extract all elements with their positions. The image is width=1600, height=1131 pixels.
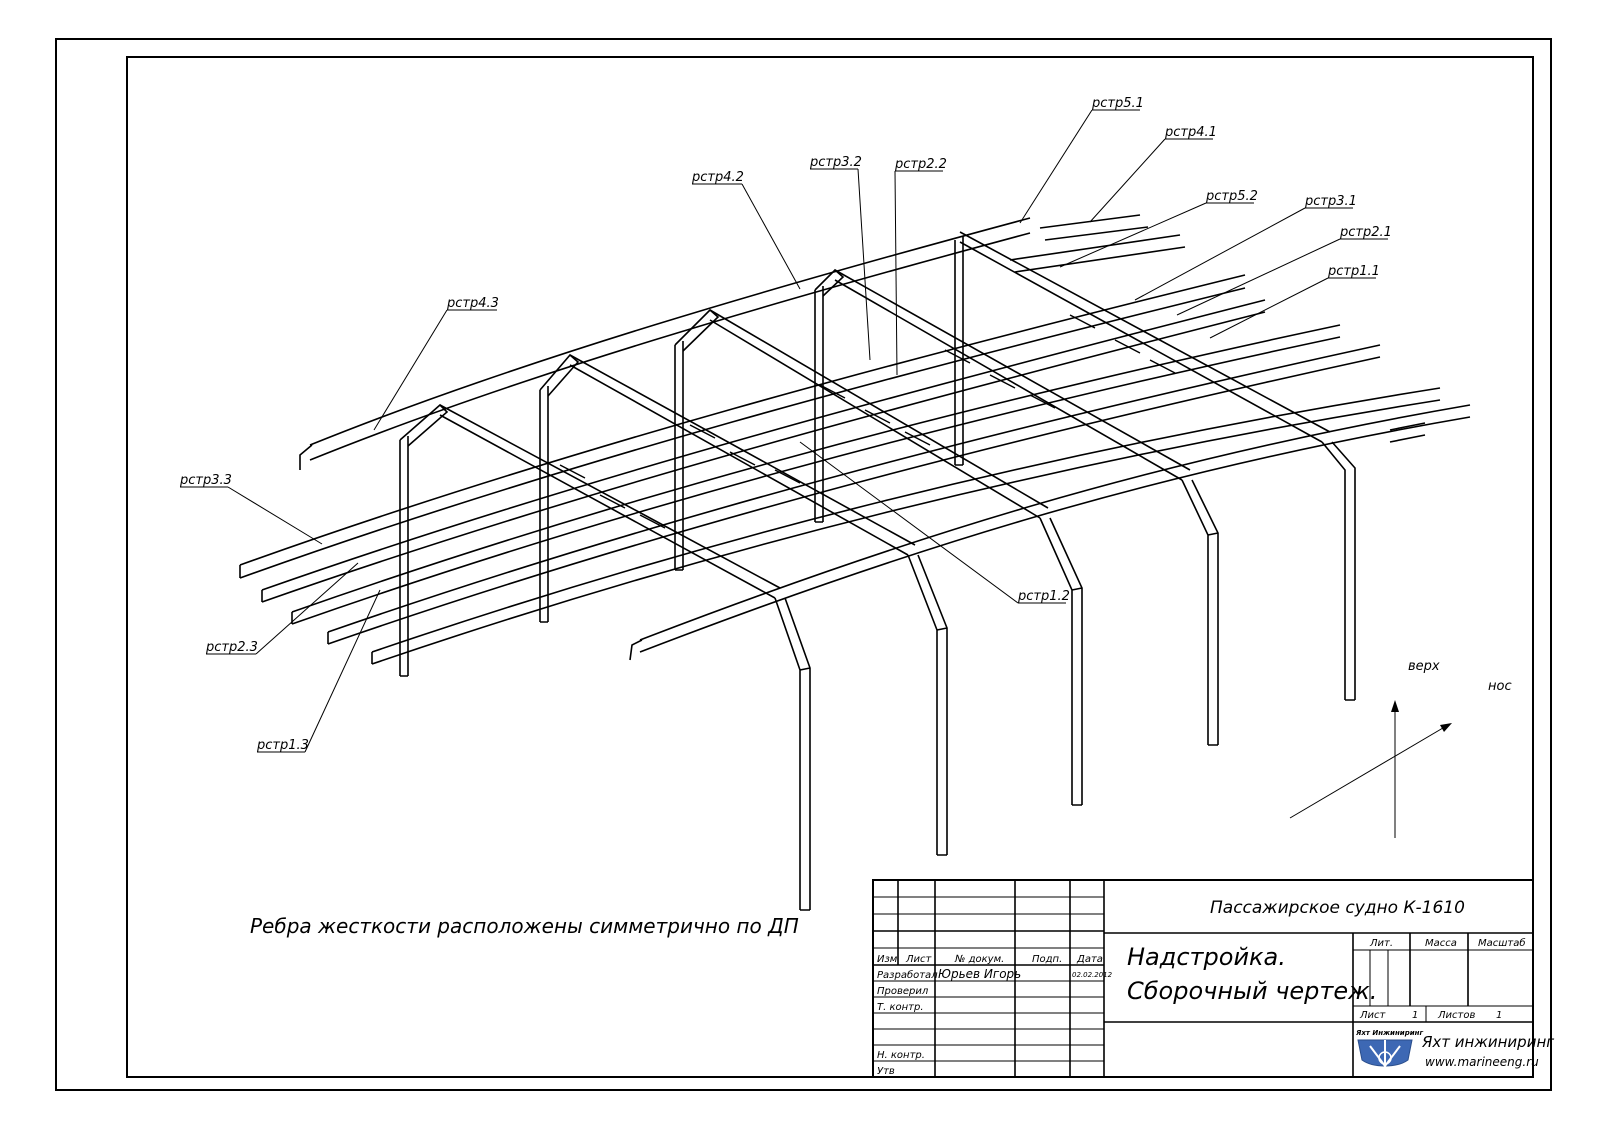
- sheet-value: 1: [1412, 1010, 1418, 1021]
- svg-text:рстр2.2: рстр2.2: [894, 157, 947, 172]
- callout-rstr3-1: рстр3.1: [1134, 194, 1357, 301]
- callout-rstr5-1: рстр5.1: [1019, 96, 1144, 224]
- superstructure-frame: [239, 214, 1471, 911]
- hdr-izm: Изм: [877, 954, 898, 965]
- company-logo: Яхт Инжиниринг: [1355, 1029, 1423, 1070]
- svg-text:рстр2.1: рстр2.1: [1339, 225, 1392, 240]
- svg-text:рстр5.1: рстр5.1: [1091, 96, 1144, 111]
- callout-rstr4-1: рстр4.1: [1089, 125, 1217, 223]
- callout-rstr2-3: рстр2.3: [205, 562, 359, 655]
- callout-rstr1-3: рстр1.3: [256, 589, 381, 753]
- role-tcontrol: Т. контр.: [877, 1002, 924, 1013]
- symmetry-note: Ребра жесткости расположены симметрично …: [250, 914, 799, 938]
- company-name: Яхт инжиниринг: [1421, 1033, 1554, 1051]
- scale-label: Масштаб: [1478, 937, 1526, 949]
- role-approved: Утв: [877, 1066, 895, 1077]
- project-name: Пассажирское судно К-1610: [1210, 898, 1465, 918]
- svg-text:Яхт Инжиниринг: Яхт Инжиниринг: [1355, 1029, 1423, 1037]
- svg-text:рстр4.1: рстр4.1: [1164, 125, 1217, 140]
- hdr-sign: Подп.: [1032, 954, 1062, 965]
- svg-text:рстр4.3: рстр4.3: [446, 296, 499, 311]
- role-checked: Проверил: [877, 986, 929, 997]
- up-label: верх: [1408, 659, 1440, 674]
- callout-rstr3-3: рстр3.3: [179, 473, 323, 545]
- callout-rstr1-2: рстр1.2: [799, 441, 1070, 604]
- drawing-title-line1: Надстройка.: [1127, 943, 1286, 971]
- sheets-label: Листов: [1437, 1010, 1475, 1021]
- role-ncontrol: Н. контр.: [877, 1050, 925, 1061]
- svg-text:рстр3.3: рстр3.3: [179, 473, 232, 488]
- developer-date: 02.02.2012: [1072, 971, 1113, 979]
- hdr-doc: № докум.: [954, 954, 1004, 965]
- svg-text:рстр3.1: рстр3.1: [1304, 194, 1357, 209]
- svg-text:рстр1.2: рстр1.2: [1017, 589, 1070, 604]
- direction-axes: верх нос: [1289, 659, 1512, 838]
- callout-rstr2-2: рстр2.2: [894, 157, 947, 376]
- svg-text:рстр3.2: рстр3.2: [809, 155, 862, 170]
- svg-text:рстр1.1: рстр1.1: [1327, 264, 1380, 279]
- inner-frame: [126, 56, 1534, 1078]
- outer-frame: [55, 38, 1552, 1091]
- svg-text:рстр4.2: рстр4.2: [691, 170, 744, 185]
- callout-rstr5-2: рстр5.2: [1059, 189, 1258, 268]
- svg-text:рстр5.2: рстр5.2: [1205, 189, 1258, 204]
- svg-text:рстр2.3: рстр2.3: [205, 640, 258, 655]
- company-website: www.marineeng.ru: [1425, 1055, 1539, 1069]
- callouts: рстр5.1 рстр4.1 рстр3.2 рстр2.2 рстр4.2 …: [179, 96, 1392, 753]
- title-block: Изм Лист № докум. Подп. Дата Разработал …: [872, 879, 1554, 1078]
- hdr-date: Дата: [1076, 954, 1103, 965]
- callout-rstr3-2: рстр3.2: [809, 155, 871, 361]
- bow-label: нос: [1488, 679, 1512, 694]
- hdr-list: Лист: [905, 954, 933, 965]
- sheet-label: Лист: [1359, 1010, 1387, 1021]
- callout-rstr2-1: рстр2.1: [1176, 225, 1392, 316]
- role-developed: Разработал: [877, 969, 938, 981]
- mass-label: Масса: [1425, 938, 1457, 949]
- svg-text:рстр1.3: рстр1.3: [256, 738, 309, 753]
- callout-rstr1-1: рстр1.1: [1209, 264, 1380, 339]
- lit-label: Лит.: [1369, 938, 1393, 949]
- developer-name: Юрьев Игорь: [938, 967, 1021, 981]
- sheets-value: 1: [1496, 1010, 1502, 1021]
- bow-arrow-icon: [1440, 723, 1452, 732]
- callout-rstr4-2: рстр4.2: [691, 170, 801, 290]
- callout-rstr4-3: рстр4.3: [373, 296, 499, 431]
- drawing-title-line2: Сборочный чертеж.: [1127, 977, 1377, 1005]
- up-arrow-icon: [1391, 700, 1399, 712]
